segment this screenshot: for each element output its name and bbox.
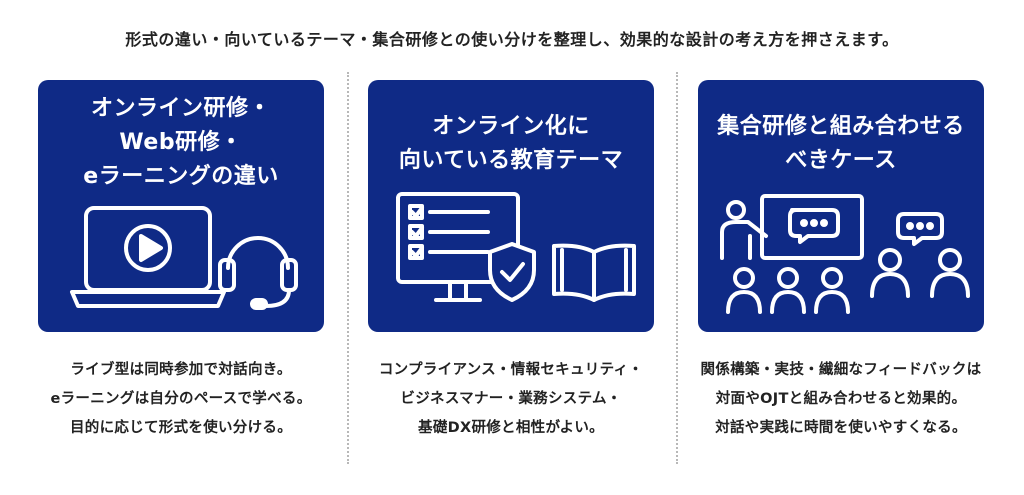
description-line: 対話や実践に時間を使いやすくなる。 bbox=[715, 420, 967, 436]
card-suitable-themes: オンライン化に 向いている教育テーマ bbox=[368, 80, 654, 332]
description-line: 目的に応じて形式を使い分ける。 bbox=[70, 420, 292, 436]
monitor-checklist-icon bbox=[396, 192, 520, 302]
divider-right bbox=[676, 72, 678, 464]
card-title-line: 集合研修と組み合わせる bbox=[717, 114, 965, 139]
discussion-group-icon bbox=[870, 212, 970, 298]
shield-check-icon bbox=[488, 242, 536, 302]
open-book-icon bbox=[552, 243, 636, 302]
card-title: 集合研修と組み合わせる べきケース bbox=[698, 110, 984, 178]
card-blended-cases: 集合研修と組み合わせる べきケース bbox=[698, 80, 984, 332]
card-online-formats: オンライン研修・ Web研修・ eラーニングの違い bbox=[38, 80, 324, 332]
audience-icon bbox=[726, 267, 850, 314]
description-line: ビジネスマナー・業務システム・ bbox=[400, 391, 622, 407]
card-title-line: Web研修・ bbox=[119, 130, 243, 155]
card-title-line: eラーニングの違い bbox=[83, 164, 279, 189]
card-title-line: べきケース bbox=[785, 148, 897, 173]
divider-left bbox=[347, 72, 349, 464]
card-title: オンライン研修・ Web研修・ eラーニングの違い bbox=[38, 92, 324, 194]
description-line: eラーニングは自分のペースで学べる。 bbox=[50, 391, 312, 407]
card-2-description: コンプライアンス・情報セキュリティ・ ビジネスマナー・業務システム・ 基礎DX研… bbox=[361, 356, 661, 443]
description-line: 関係構築・実技・繊細なフィードバックは bbox=[700, 362, 982, 378]
card-title: オンライン化に 向いている教育テーマ bbox=[368, 110, 654, 178]
description-line: ライブ型は同時参加で対話向き。 bbox=[70, 362, 292, 378]
presenter-board-icon bbox=[720, 194, 864, 260]
intro-text: 形式の違い・向いているテーマ・集合研修との使い分けを整理し、効果的な設計の考え方… bbox=[125, 30, 899, 49]
card-1-description: ライブ型は同時参加で対話向き。 eラーニングは自分のペースで学べる。 目的に応じ… bbox=[31, 356, 331, 443]
card-title-line: オンライン化に bbox=[432, 114, 590, 139]
card-title-line: オンライン研修・ bbox=[90, 96, 271, 121]
description-line: 基礎DX研修と相性がよい。 bbox=[418, 420, 604, 436]
description-line: コンプライアンス・情報セキュリティ・ bbox=[378, 362, 644, 378]
card-3-description: 関係構築・実技・繊細なフィードバックは 対面やOJTと組み合わせると効果的。 対… bbox=[691, 356, 991, 443]
laptop-play-icon bbox=[70, 206, 226, 308]
card-title-line: 向いている教育テーマ bbox=[398, 148, 624, 173]
description-line: 対面やOJTと組み合わせると効果的。 bbox=[715, 391, 967, 407]
headset-icon bbox=[218, 236, 298, 310]
